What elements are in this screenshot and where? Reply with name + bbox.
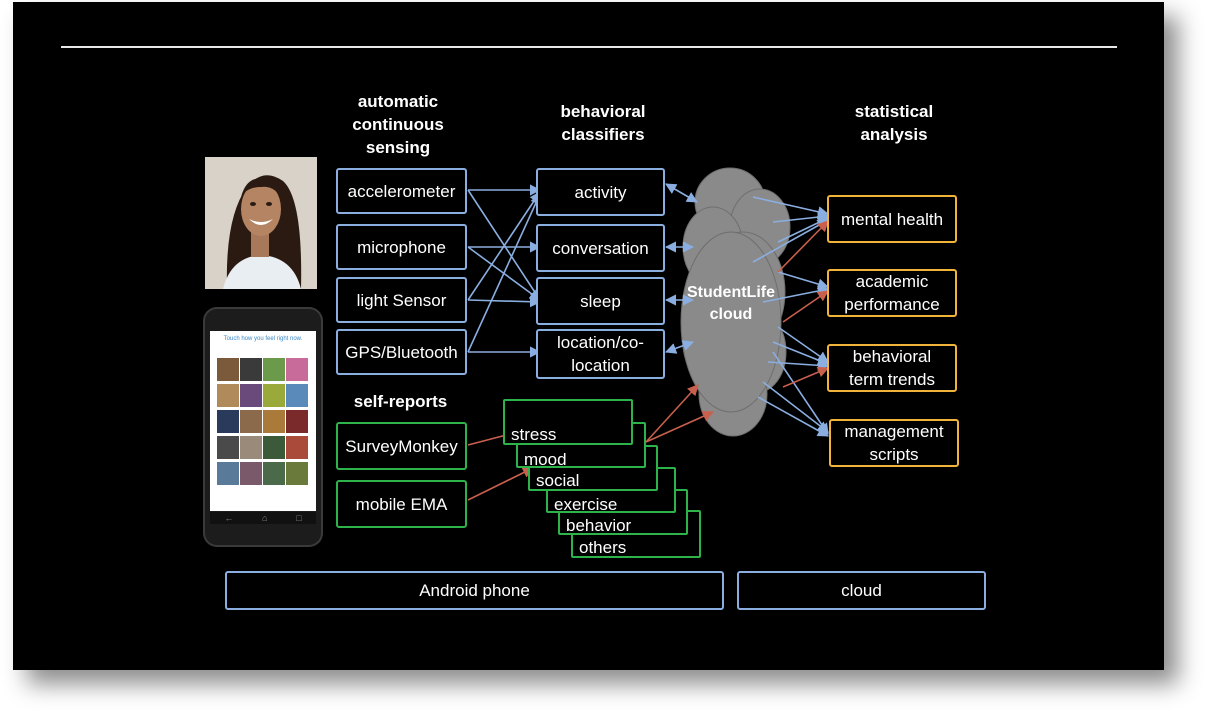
platform-android-phone: Android phone <box>225 571 724 610</box>
sensor-microphone: microphone <box>336 224 467 270</box>
header-sensing-line-1: automatic <box>357 92 439 111</box>
mood-photo <box>286 358 308 381</box>
header-classifiers-line-1: behavioral <box>560 102 646 121</box>
classifier-sleep: sleep <box>536 277 665 325</box>
cloud-label: StudentLife cloud <box>687 284 775 323</box>
classifier-activity: activity <box>536 168 665 216</box>
source-surveymonkey: SurveyMonkey <box>336 422 467 470</box>
header-analysis-line-2: analysis <box>860 125 928 144</box>
studentlife-cloud <box>680 167 791 437</box>
mood-photo <box>263 436 285 459</box>
mood-photo <box>263 384 285 407</box>
phone-screen-caption: Touch how you feel right now. <box>223 336 303 342</box>
recent-apps-icon: □ <box>296 513 302 523</box>
mood-photo-grid <box>217 358 309 485</box>
header-self-reports: self-reports <box>353 392 448 411</box>
title-divider <box>61 46 1117 48</box>
flow-diagram <box>467 167 830 501</box>
phone-nav-bar: ← ⌂ □ <box>210 512 316 524</box>
header-analysis-line-1: statistical <box>854 102 934 121</box>
platform-cloud: cloud <box>737 571 986 610</box>
mood-photo <box>240 436 262 459</box>
header-classifiers: behavioral classifiers <box>528 100 678 146</box>
header-classifiers-line-2: classifiers <box>561 125 645 144</box>
sensor-accelerometer: accelerometer <box>336 168 467 214</box>
student-photo <box>205 157 317 289</box>
back-icon: ← <box>224 513 234 523</box>
outcome-behavioral-trends: behavioral term trends <box>827 344 957 392</box>
classifier-conversation: conversation <box>536 224 665 272</box>
header-sensing: automatic continuous sensing <box>323 90 473 159</box>
sensor-gps-bluetooth: GPS/Bluetooth <box>336 329 467 375</box>
mood-photo <box>240 358 262 381</box>
mood-photo <box>240 384 262 407</box>
android-phone-image: Touch how you feel right now. <box>203 307 323 547</box>
mood-photo <box>217 462 239 485</box>
topic-stress: stress <box>503 399 633 445</box>
outcome-mental-health: mental health <box>827 195 957 243</box>
header-sensing-line-3: sensing <box>365 138 431 157</box>
mood-photo <box>217 410 239 433</box>
outcome-academic-performance: academic performance <box>827 269 957 317</box>
mood-photo <box>286 410 308 433</box>
outcome-management-scripts: management scripts <box>829 419 959 467</box>
source-mobile-ema: mobile EMA <box>336 480 467 528</box>
mood-photo <box>217 358 239 381</box>
mood-photo <box>286 436 308 459</box>
header-sensing-line-2: continuous <box>352 115 444 134</box>
header-analysis: statistical analysis <box>819 100 969 146</box>
phone-screen: Touch how you feel right now. <box>210 331 316 511</box>
home-icon: ⌂ <box>262 513 268 523</box>
mood-photo <box>217 384 239 407</box>
mood-photo <box>263 410 285 433</box>
mood-photo <box>286 462 308 485</box>
slide: automatic continuous sensing behavioral … <box>13 2 1164 670</box>
mood-photo <box>263 462 285 485</box>
mood-photo <box>217 436 239 459</box>
mood-photo <box>240 462 262 485</box>
mood-photo <box>263 358 285 381</box>
mood-photo <box>240 410 262 433</box>
sensor-light: light Sensor <box>336 277 467 323</box>
classifier-location: location/co-location <box>536 329 665 379</box>
mood-photo <box>286 384 308 407</box>
